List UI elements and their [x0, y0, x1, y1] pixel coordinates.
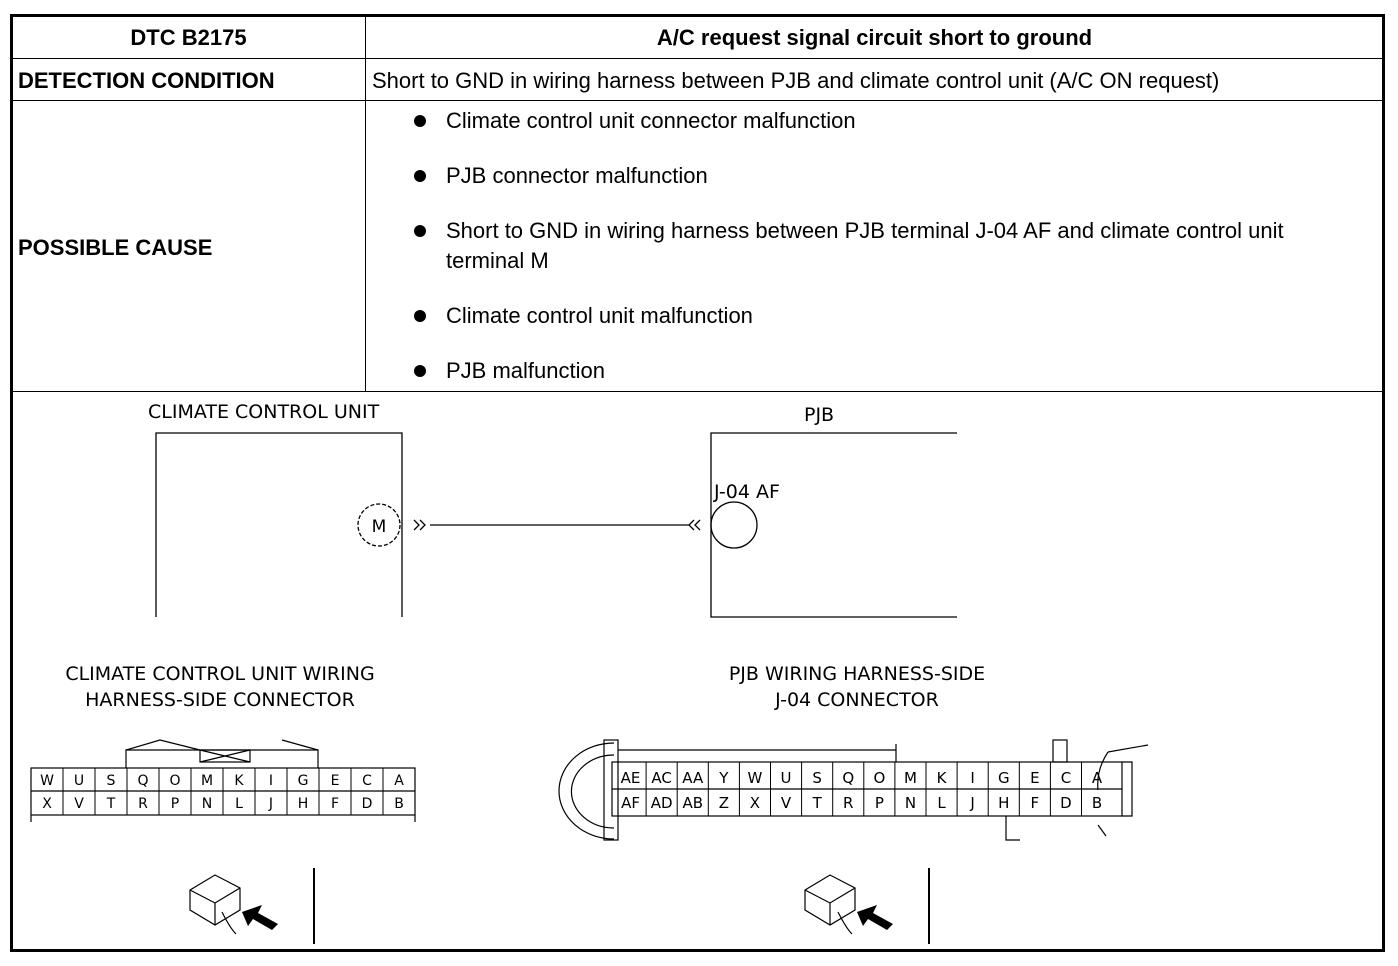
ccu-connector-title-1: CLIMATE CONTROL UNIT WIRING — [65, 663, 375, 685]
pjb-pin-label: AE — [621, 769, 641, 787]
ccu-pin-label: Q — [137, 773, 148, 789]
ccu-connector-chevron — [413, 519, 420, 531]
pjb-connector-title-2: J-04 CONNECTOR — [775, 689, 939, 711]
pjb-view-direction-icon — [804, 868, 930, 944]
ccu-pin-label: B — [394, 796, 404, 812]
pjb-pin-label: AA — [682, 769, 704, 787]
pjb-pin-label: Q — [842, 769, 854, 787]
ccu-connector-title-2: HARNESS-SIDE CONNECTOR — [85, 689, 355, 711]
pjb-pin-label: AF — [621, 794, 640, 812]
ccu-pin-label: G — [298, 773, 309, 789]
pjb-terminal-label: J-04 AF — [714, 481, 780, 503]
pjb-pin-label: F — [1031, 794, 1040, 812]
page-frame — [10, 14, 1385, 952]
pjb-pin-label: V — [781, 794, 792, 812]
ccu-pin-label: T — [106, 796, 116, 812]
ccu-box — [155, 432, 403, 617]
pjb-pin-label: U — [781, 769, 792, 787]
ccu-pin-label: H — [298, 796, 309, 812]
bullet-icon — [414, 365, 426, 377]
pjb-box — [710, 432, 957, 618]
table-rule-2 — [12, 100, 1383, 101]
pjb-pin-label: R — [843, 794, 853, 812]
ccu-pin-label: W — [40, 773, 54, 789]
table-column-divider — [365, 16, 366, 392]
pjb-pin-label: C — [1061, 769, 1071, 787]
pjb-pin-label: M — [904, 769, 917, 787]
ccu-pin-label: L — [235, 796, 243, 812]
pjb-pin-label: B — [1092, 794, 1102, 812]
pjb-pin-label: L — [937, 794, 946, 812]
pjb-pin-label: AB — [682, 794, 703, 812]
pjb-pin-label: I — [970, 769, 974, 787]
pjb-pin-label: W — [748, 769, 763, 787]
ccu-title: CLIMATE CONTROL UNIT — [148, 401, 380, 423]
detection-condition-text: Short to GND in wiring harness between P… — [372, 68, 1220, 93]
bullet-icon — [414, 310, 426, 322]
pjb-pin-label: Z — [719, 794, 729, 812]
ccu-pin-label: E — [331, 773, 340, 789]
table-rule-3 — [12, 391, 1383, 392]
bullet-icon — [414, 225, 426, 237]
pjb-pin-label: X — [750, 794, 760, 812]
pjb-pin-label: E — [1030, 769, 1039, 787]
possible-cause-list: Climate control unit connector malfuncti… — [414, 106, 1364, 411]
ccu-pin-label: C — [362, 773, 372, 789]
pjb-pin-label: Y — [718, 769, 729, 787]
pjb-pin-label: S — [812, 769, 822, 787]
cause-item: PJB malfunction — [414, 356, 1364, 386]
ccu-pin-label: N — [202, 796, 212, 812]
ccu-pin-label: S — [107, 773, 116, 789]
cause-item: PJB connector malfunction — [414, 161, 1364, 191]
pjb-pin-label: N — [905, 794, 916, 812]
ccu-view-arrow-icon — [242, 905, 278, 930]
cause-item: Climate control unit connector malfuncti… — [414, 106, 1364, 136]
cause-item: Short to GND in wiring harness between P… — [414, 216, 1364, 276]
pjb-connector — [558, 739, 1149, 841]
pjb-pin-label: K — [937, 769, 948, 787]
pjb-pin-label: T — [812, 794, 823, 812]
ccu-pin-label: A — [394, 773, 404, 789]
pjb-connector-title-1: PJB WIRING HARNESS-SIDE — [728, 663, 986, 685]
pjb-pin-label: G — [998, 769, 1010, 787]
ccu-view-direction-icon — [189, 868, 315, 944]
pjb-pin-label: O — [873, 769, 885, 787]
ccu-terminal-circle — [357, 503, 401, 547]
ccu-pin-label: V — [74, 796, 84, 812]
table-rule-1 — [12, 58, 1383, 59]
dtc-title: A/C request signal circuit short to grou… — [656, 25, 1093, 50]
ccu-pin-label: F — [331, 796, 339, 812]
ccu-pin-label: O — [169, 773, 180, 789]
ccu-pin-label: I — [269, 773, 273, 789]
ccu-pin-label: D — [362, 796, 373, 812]
ccu-pin-label: X — [42, 796, 52, 812]
pjb-pin-label: A — [1092, 769, 1103, 787]
ccu-pin-label: P — [171, 796, 179, 812]
pjb-view-arrow-icon — [857, 905, 893, 930]
pjb-pin-label: J — [969, 794, 974, 812]
pjb-pin-label: H — [998, 794, 1009, 812]
ccu-terminal-label: M — [372, 517, 387, 537]
pjb-pin-label: AD — [651, 794, 673, 812]
dtc-code: DTC B2175 — [130, 25, 247, 50]
pjb-pin-label: P — [875, 794, 884, 812]
bullet-icon — [414, 115, 426, 127]
ccu-pin-label: M — [201, 773, 213, 789]
ccu-pin-label: J — [268, 796, 273, 812]
ccu-pin-label: U — [74, 773, 84, 789]
pjb-title: PJB — [804, 404, 835, 426]
ccu-pin-label: R — [138, 796, 148, 812]
ccu-pin-label: K — [234, 773, 244, 789]
bullet-icon — [414, 170, 426, 182]
pjb-terminal-circle — [710, 501, 758, 549]
cause-item: Climate control unit malfunction — [414, 301, 1364, 331]
detection-condition-label: DETECTION CONDITION — [18, 68, 275, 93]
pjb-pin-label: AC — [651, 769, 671, 787]
pjb-pin-label: D — [1060, 794, 1072, 812]
ccu-pin-grid: WX UV ST QR OP MN KL IJ GH EF CD AB — [40, 768, 404, 815]
pjb-connector-chevron — [688, 519, 695, 531]
possible-cause-label: POSSIBLE CAUSE — [18, 235, 213, 260]
